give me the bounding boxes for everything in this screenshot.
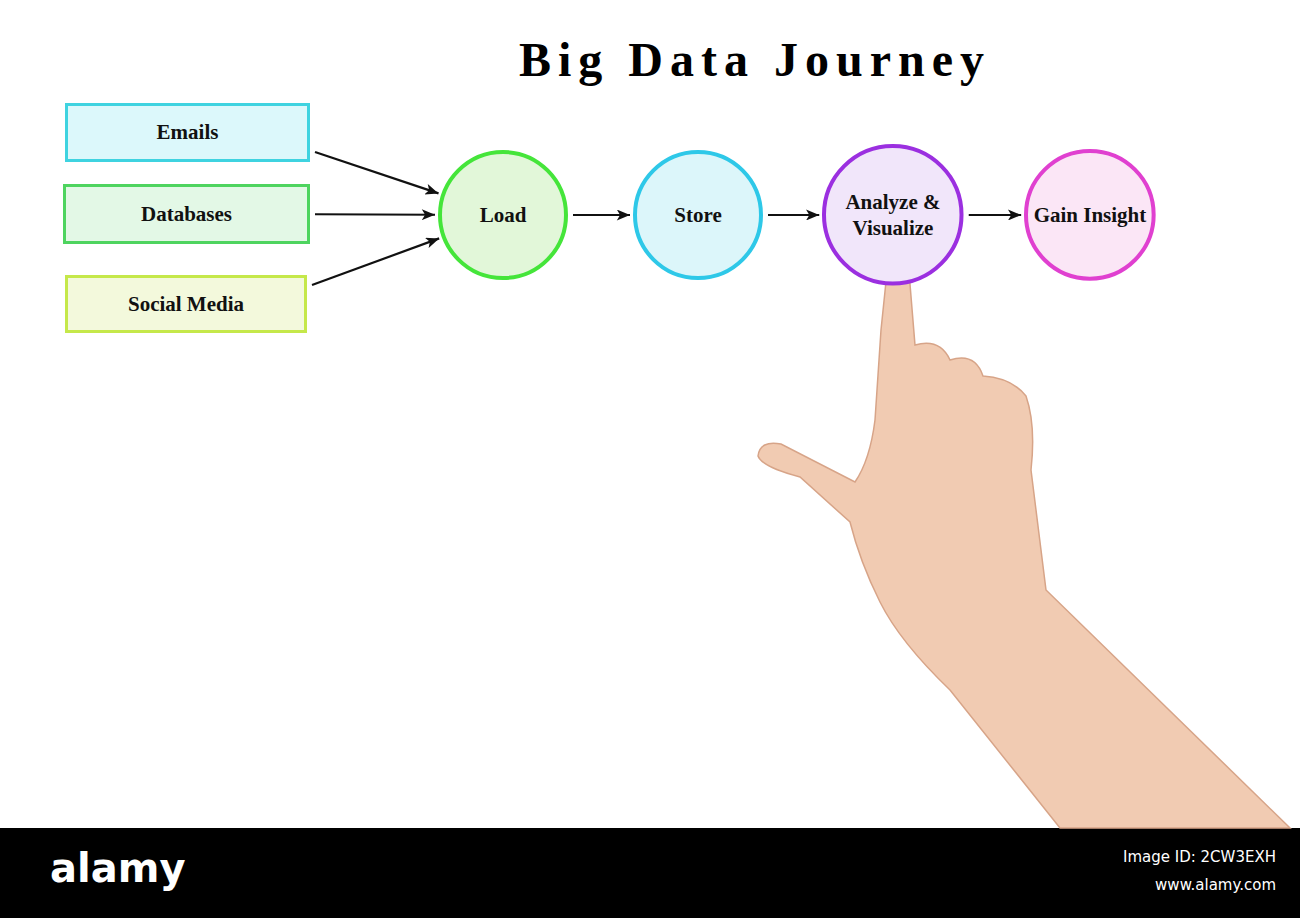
node-label: Databases: [141, 201, 232, 227]
node-label: Gain Insight: [1034, 202, 1147, 228]
process-circle: Analyze & Visualize: [822, 144, 964, 286]
node-label: Emails: [157, 119, 219, 145]
flow-arrow: [315, 213, 435, 216]
pointing-hand: [758, 265, 1290, 828]
node-label: Social Media: [128, 291, 244, 317]
flow-arrow: [315, 152, 439, 193]
title: Big Data Journey: [0, 32, 1300, 87]
footer-bar: [0, 828, 1300, 918]
node-label: Load: [480, 202, 527, 228]
process-circle: Load: [438, 150, 568, 280]
footer-text: www.alamy.com: [1155, 876, 1276, 894]
node-label: Analyze & Visualize: [836, 189, 950, 242]
flow-arrow: [312, 238, 439, 285]
flow-arrow: [768, 214, 819, 216]
flow-arrow: [969, 214, 1021, 216]
flow-arrow: [573, 214, 630, 216]
source-box: Emails: [65, 103, 310, 162]
source-box: Social Media: [65, 275, 307, 333]
process-circle: Gain Insight: [1024, 149, 1156, 281]
process-circle: Store: [633, 150, 763, 280]
circle-outline: [822, 144, 964, 286]
logo-text: alamy: [50, 845, 185, 891]
footer-text: Image ID: 2CW3EXH: [1123, 848, 1276, 866]
node-label: Store: [674, 202, 721, 228]
source-box: Databases: [63, 184, 310, 244]
